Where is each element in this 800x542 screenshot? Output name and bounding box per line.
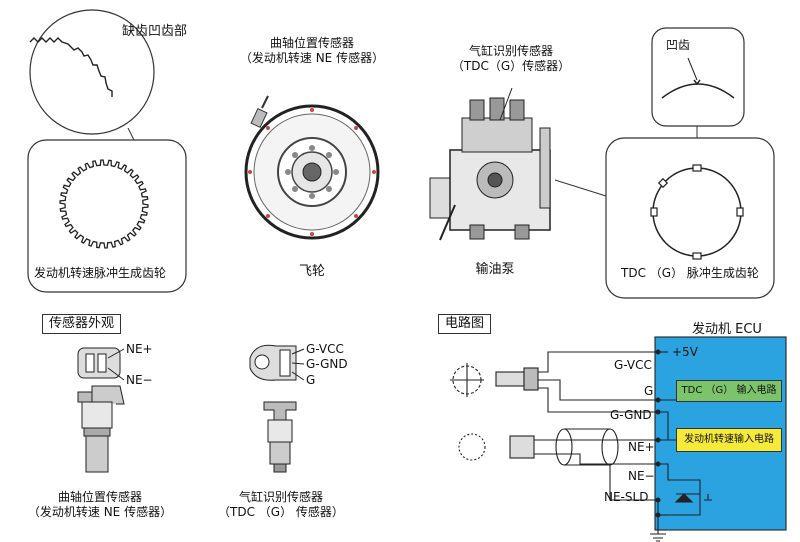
g-vcc-terminal: G-VCC (614, 358, 652, 372)
g-gnd-terminal: G-GND (610, 408, 652, 422)
cyl-sensor-title-line2: （TDC（G）传感器） (451, 59, 571, 73)
crank-caption-line1: 曲轴位置传感器 (57, 490, 142, 504)
missing-tooth-bubble (29, 9, 155, 153)
sensor-appearance-header: 传感器外观 (42, 314, 122, 334)
g-terminal: G (644, 384, 654, 398)
ne-plus-pin-label: NE+ (126, 342, 153, 356)
ne-gear-panel (27, 139, 187, 293)
flywheel-label: 飞轮 (298, 264, 325, 279)
plus5v-label: +5V (672, 345, 698, 359)
ne-gear-label: 发动机转速脉冲生成齿轮 (34, 266, 167, 280)
notch-label: 凹齿 (666, 38, 691, 52)
notch-bubble (651, 27, 745, 150)
cyl-sensor-caption: 气缸识别传感器 （TDC （G） 传感器） (206, 490, 356, 520)
missing-tooth-label: 缺齿凹齿部 (122, 24, 188, 39)
cyl-sensor-title: 气缸识别传感器 （TDC（G）传感器） (436, 44, 586, 74)
g-gnd-pin-label: G-GND (306, 357, 348, 371)
crank-sensor-title-line2: （发动机转速 NE 传感器） (239, 51, 385, 65)
crank-sensor-title-line1: 曲轴位置传感器 (269, 36, 354, 50)
cyl-caption-line1: 气缸识别传感器 (238, 490, 323, 504)
ne-input-circuit: 发动机转速输入电路 (676, 428, 782, 452)
pump-label: 输油泵 (475, 262, 515, 277)
fuel-pump (429, 87, 551, 241)
crank-caption-line2: （发动机转速 NE 传感器） (27, 505, 173, 519)
cyl-caption-line2: （TDC （G） 传感器） (218, 505, 344, 519)
ne-minus-terminal: NE− (628, 469, 655, 483)
ne-plus-terminal: NE+ (628, 440, 655, 454)
cyl-sensor-drawing (249, 344, 297, 473)
ne-minus-pin-label: NE− (126, 373, 153, 387)
g-vcc-pin-label: G-VCC (306, 342, 344, 356)
crank-sensor-title: 曲轴位置传感器 （发动机转速 NE 传感器） (224, 36, 400, 66)
circuit-header: 电路图 (438, 314, 492, 334)
gear-teeth (59, 159, 149, 249)
crank-sensor-caption: 曲轴位置传感器 （发动机转速 NE 传感器） (0, 490, 200, 520)
crank-sensor-on-flywheel (250, 95, 269, 129)
cyl-sensor-title-line1: 气缸识别传感器 (468, 44, 553, 58)
missing-tooth-profile (29, 37, 113, 97)
crank-sensor-drawing (77, 347, 125, 473)
ne-sld-terminal: NE-SLD (604, 490, 649, 504)
tdc-gear-panel (554, 137, 775, 299)
tdc-gear-label: TDC （G） 脉冲生成齿轮 (621, 266, 759, 280)
ne-pulse-gear (59, 159, 149, 249)
tdc-input-circuit: TDC （G） 输入电路 (676, 380, 782, 402)
flywheel (244, 95, 380, 240)
g-pin-label: G (306, 373, 316, 387)
ecu-title: 发动机 ECU (692, 322, 762, 337)
